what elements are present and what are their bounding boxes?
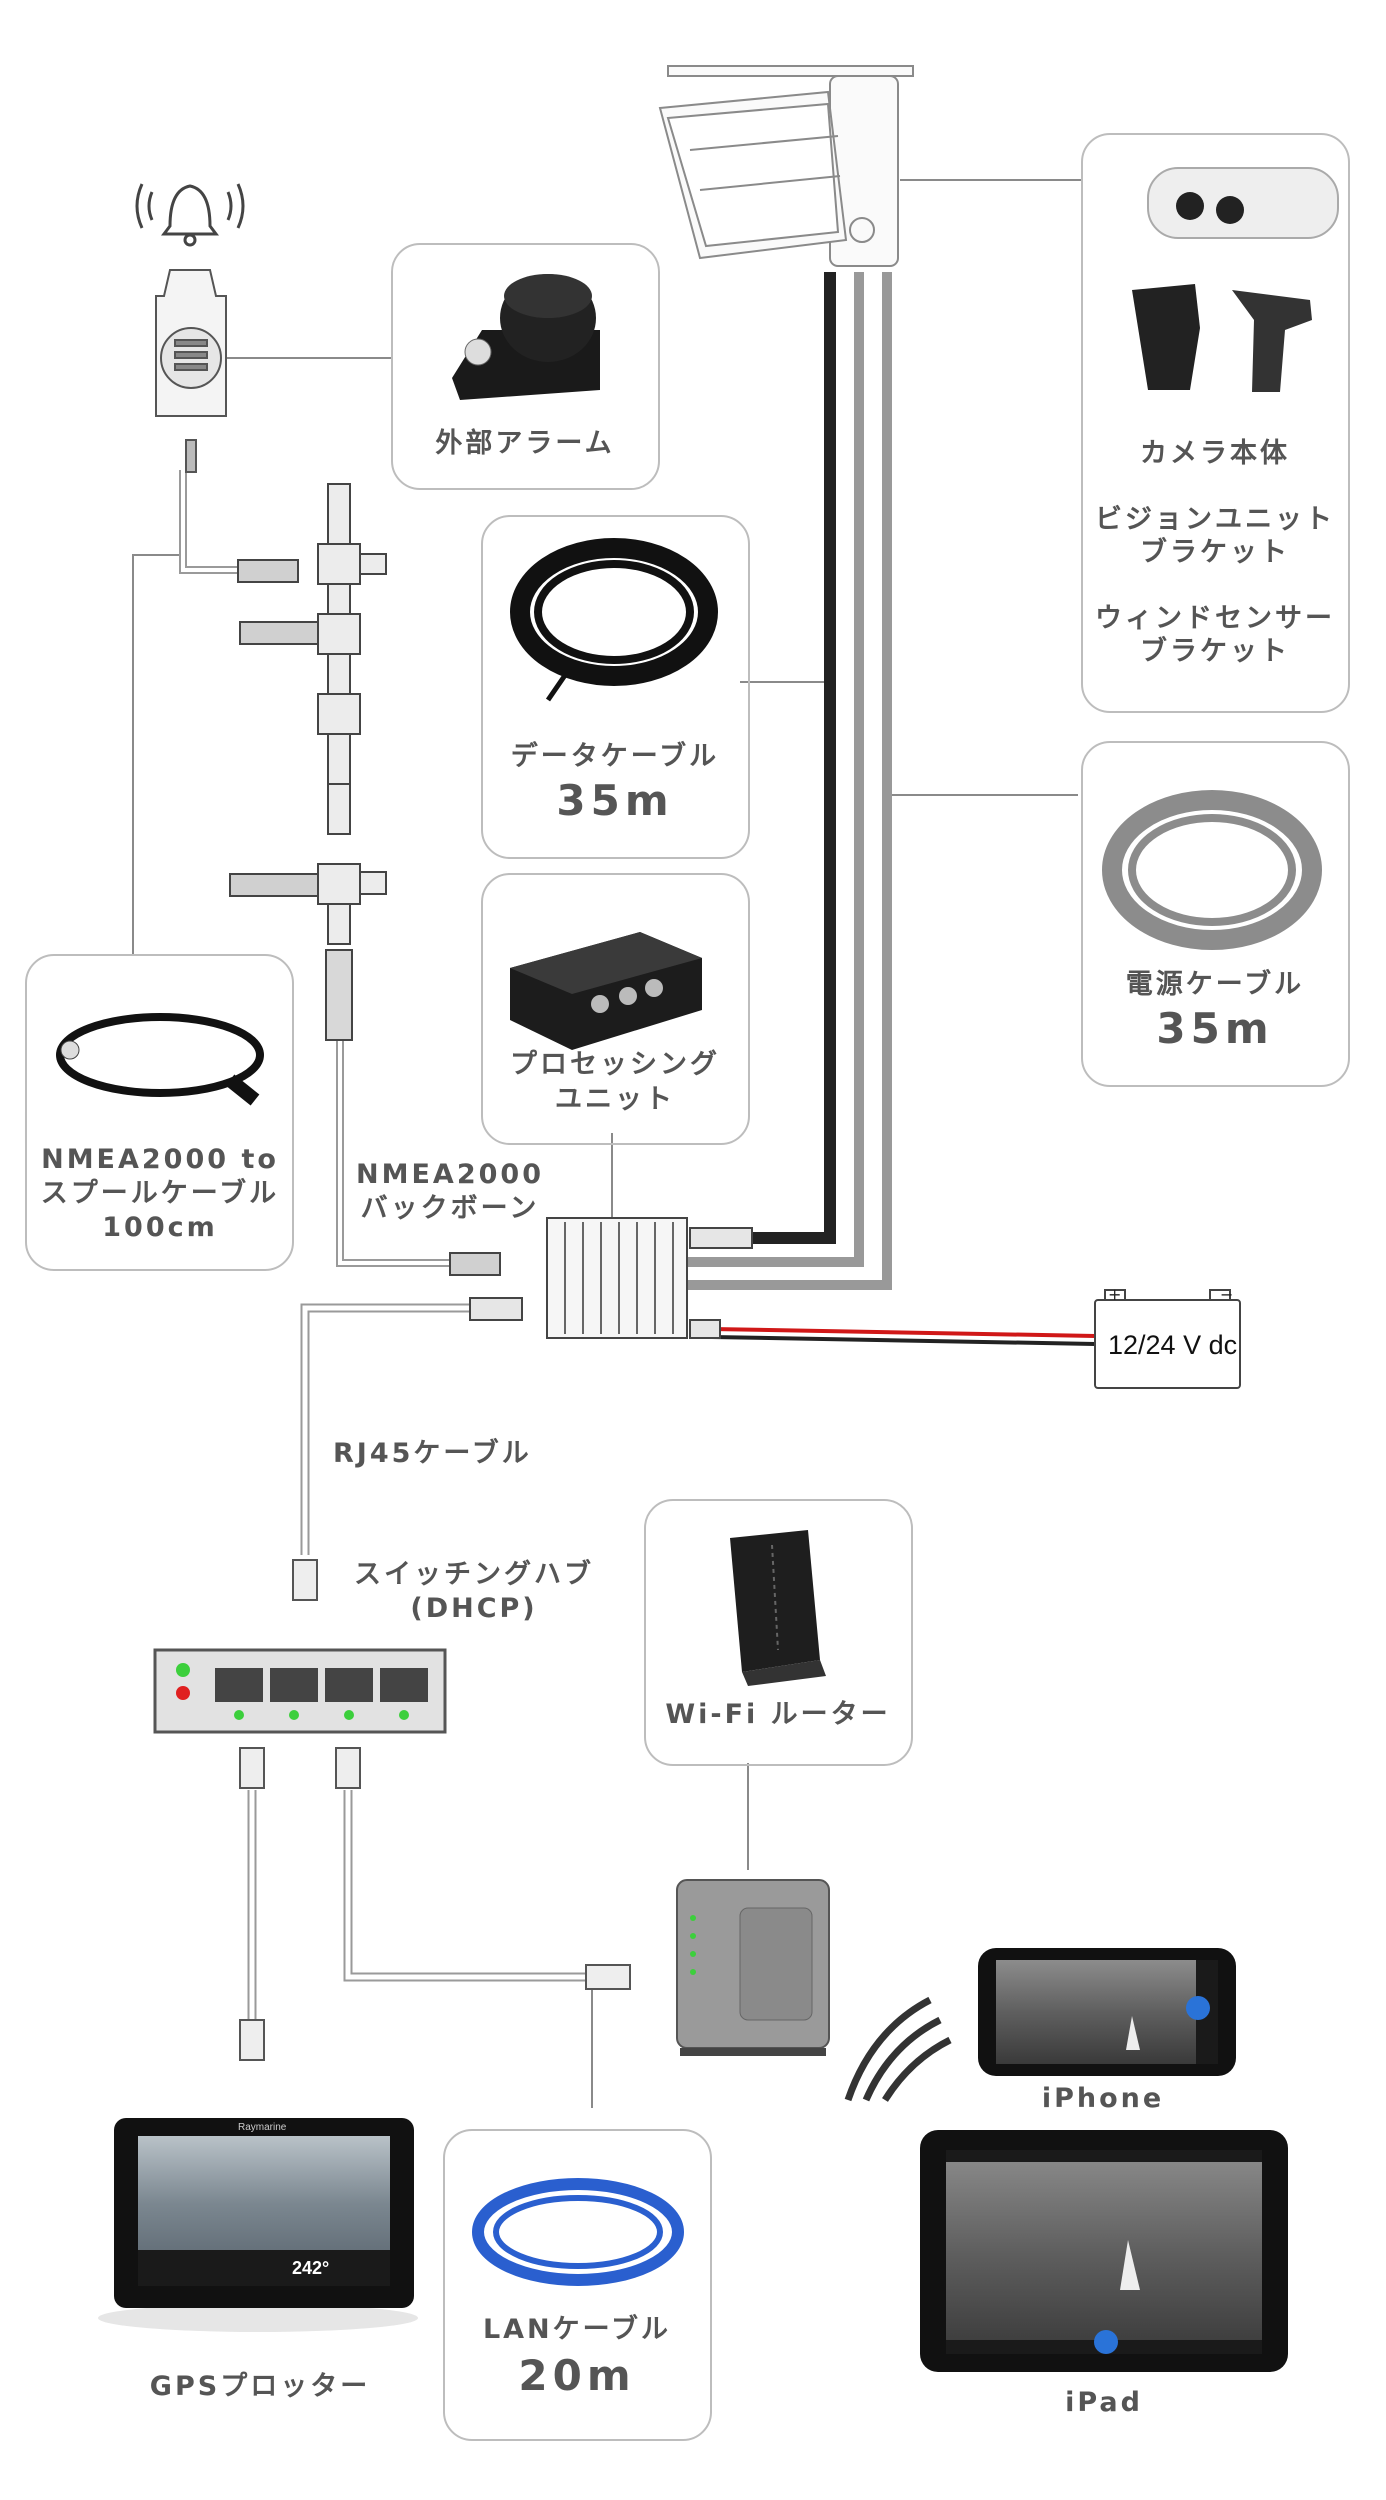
iphone-device [978,1948,1236,2076]
status-led-green [176,1663,190,1677]
vision-bracket-label-2: ブラケット [1140,537,1290,568]
lan-cable-length: 20m [518,2351,636,2400]
power-cable-card [1081,741,1350,1087]
camera-card [1081,133,1350,713]
external-alarm-label: 外部アラーム [435,428,615,459]
external-alarm-image [452,274,600,400]
data-cable-label: データケーブル [510,741,720,772]
power-cable-coil-image [1102,790,1322,950]
battery-voltage-label: 12/24 V dc [1108,1330,1238,1360]
lan-cable-card [443,2129,712,2441]
nmea-backbone-label-2: バックボーン [360,1193,540,1224]
rj45-cable-line [300,1303,470,1555]
vision-bracket-image [1132,284,1200,390]
processing-unit-label-1: プロセッシング [510,1049,720,1080]
switching-hub-label-2: (DHCP) [410,1593,538,1624]
wifi-router-label: Wi-Fi ルーター [665,1699,891,1730]
lan-cable-coil-image [472,2178,684,2286]
bell-icon [135,183,245,247]
network-box-device [676,1879,830,2056]
wind-bracket-label-2: ブラケット [1140,636,1290,667]
ipad-device [920,2130,1288,2372]
power-cable-line-2 [688,272,892,1290]
data-cable-card [481,515,750,859]
wind-bracket-label-1: ウィンドセンサー [1095,603,1335,634]
wifi-router-device [730,1530,826,1686]
switching-hub-label-1: スイッチングハブ [354,1559,594,1590]
battery-wires [711,1327,1096,1346]
nmea-backbone-label-1: NMEA2000 [356,1159,544,1190]
nmea-spool-label-3: 100cm [102,1212,218,1243]
processing-unit-image [510,932,702,1050]
nmea-spool-cable-image [56,1013,264,1106]
camera-body-image [1147,167,1339,239]
nmea-spool-card [25,954,294,1271]
external-alarm-card [391,243,660,490]
wind-bracket-image [1232,290,1312,392]
gps-plotter-device: Raymarine 242° [98,2118,418,2332]
power-cable-label: 電源ケーブル [1125,969,1305,1000]
connector-lines [132,179,1082,2108]
nmea-spool-label-1: NMEA2000 to [41,1144,279,1175]
status-led-red [176,1686,190,1700]
wifi-signal-icon [844,1996,952,2102]
data-cable-coil-image [510,538,718,702]
camera-device [658,65,914,267]
power-cable-line [688,272,864,1267]
data-cable-length: 35m [556,776,674,825]
plotter-heading: 242° [292,2258,329,2278]
switching-hub-device [153,1559,631,2061]
ipad-label: iPad [1065,2387,1143,2418]
svg-text:−: − [1220,1285,1233,1304]
processing-unit-label-2: ユニット [555,1084,675,1115]
lan-cable-label: LANケーブル [482,2314,672,2345]
data-cable-line [752,272,836,1244]
hub-to-router-cable [343,1790,590,1982]
svg-text:+: + [1108,1285,1121,1304]
processing-connection-box [449,1217,753,1339]
iphone-label: iPhone [1041,2083,1165,2114]
gps-plotter-label: GPSプロッター [149,2371,371,2402]
processing-unit-card [481,873,750,1145]
nmea-spool-label-2: スプールケーブル [40,1178,280,1209]
plotter-brand: Raymarine [238,2122,287,2133]
power-cable-length: 35m [1156,1004,1274,1053]
nmea-tee-connectors [229,483,387,1041]
camera-body-label: カメラ本体 [1140,438,1290,469]
battery-device: + − [1094,1285,1241,1389]
rj45-cable-label: RJ45ケーブル [333,1438,532,1469]
alarm-buzzer-device [155,269,227,473]
wifi-router-card [644,1499,913,1766]
vision-bracket-label-1: ビジョンユニット [1095,504,1335,535]
